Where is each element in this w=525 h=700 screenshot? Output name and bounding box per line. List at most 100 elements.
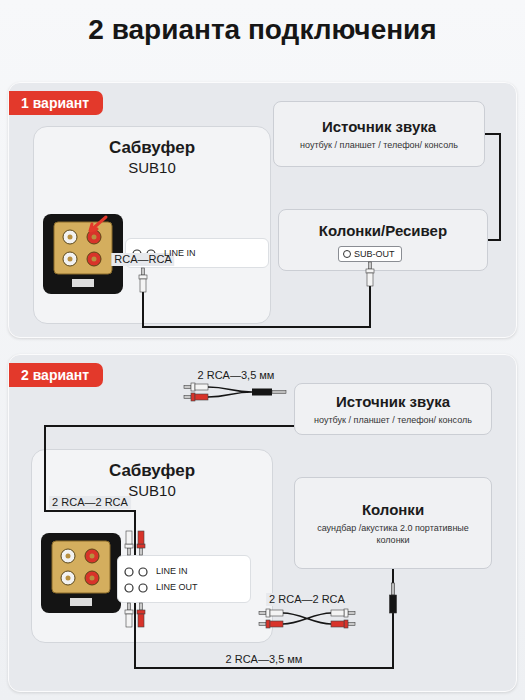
subwoofer-box: СабвуферSUB10LINE INLINE OUT [31,449,273,643]
plug-part [184,386,191,389]
node-text: Колонки [362,500,424,519]
label-anchor: 2 RCA—3,5 мм [223,653,306,666]
node-text: LINE IN [156,563,250,579]
cable-label: 2 RCA—3,5 мм [223,653,306,666]
panel-frame [41,533,121,613]
node-text: 2 вариант [9,363,103,387]
plug-part [184,396,191,399]
node-text: SUB10 [128,481,176,500]
label-anchor: 2 RCA—2 RCA [49,496,131,509]
node-text: Источник звука [336,392,450,411]
plug-part [125,544,133,548]
rca-plug [366,262,374,286]
plug-part [259,623,266,626]
cable-connector [45,426,294,555]
rca-plug [139,268,147,292]
speakers-box: Колонкисаундбар /акустика 2.0 портативны… [294,477,492,569]
plug-part [142,268,145,275]
page-title: 2 варианта подключения [0,0,525,46]
cable-connector [135,569,393,668]
label-anchor: 2 RCA—2 RCA [266,593,348,606]
cable-type-label: 2 RCA—2 RCA [266,593,348,606]
plug-part [266,620,270,628]
jack-socket [139,568,147,576]
plug-part [191,393,195,401]
plate-sticker [70,598,92,606]
plug-part [270,621,283,627]
plug-illustrations [125,262,397,628]
plug-part [195,384,208,390]
plug-part [348,612,355,615]
node-text: LINE OUT [156,579,250,595]
receiver-box: Колонки/РесиверSUB-OUT [278,209,488,271]
plug-part [191,383,195,391]
plug-part [344,620,348,628]
rca-hole [68,235,73,240]
plug-part [140,603,143,610]
variant-panel: 2 вариантИсточник звука ноутбук / планшет… [8,354,517,692]
plug-part [139,275,147,279]
plug-part [140,279,146,292]
jack-socket [139,584,147,592]
rca-plug [125,531,133,555]
plug-part [137,544,145,548]
source-box: Источник звуканоутбук / планшет / телефо… [273,101,485,167]
plug-part [195,394,208,400]
rca-ring [85,571,99,585]
subwoofer-box: СабвуферSUB10LINE IN [33,126,271,324]
pointer-arrow [90,217,106,231]
jack-socket [344,251,351,258]
plug-part [392,583,395,595]
connector-plate [52,541,110,593]
plug-part [270,610,283,616]
plug-part [390,595,397,613]
jack-socket [125,584,133,592]
connector-plate [54,222,112,274]
rca-ring [61,571,75,585]
rca-plug [331,609,355,617]
jack-symbol [339,247,353,263]
plug-part [138,614,144,627]
input-output-panel: LINE INLINE OUT [117,555,251,603]
rca-plug [125,603,133,627]
rca-hole [92,257,97,262]
plug-part [348,623,355,626]
cable-type-label: 2 RCA—3,5 мм [195,369,278,382]
rca-plug [137,603,145,627]
cable-label: 2 RCA—2 RCA [49,496,131,509]
plug-part [126,531,132,544]
rca-hole [90,576,95,581]
node-text: Колонки/Ресивер [319,221,447,240]
node-text: ноутбук / планшет / телефон/ консоль [314,414,472,426]
variant-panel: 1 вариантСабвуферSUB10LINE INИсточник зв… [8,82,517,338]
rca-plug [259,609,283,617]
rca-ring [63,230,77,244]
plug-part [369,262,372,269]
plug-part [138,531,144,544]
cable-cord [283,613,331,624]
rca-plug [184,383,208,391]
rca-hole [92,235,97,240]
node-text: Сабвуфер [109,460,195,481]
node-text: SUB10 [128,158,176,177]
rca-hole [68,257,73,262]
node-text: SUB-OUT [354,248,395,260]
node-text: Сабвуфер [109,137,195,158]
source-box: Источник звука ноутбук / планшет / телефо… [294,383,492,435]
rca-plug [137,531,145,555]
node-text: ноутбук / планшет / телефон/ консоль [300,139,458,151]
rca-ring [61,549,75,563]
mini-jack-tip [272,391,286,394]
rca-hole [90,554,95,559]
cable-connector [485,134,500,240]
plug-part [128,548,131,555]
plug-part [125,610,133,614]
plug-part [266,609,270,617]
plug-part [140,548,143,555]
node-text: LINE IN [164,245,268,261]
plug-part [128,603,131,610]
plug-part [331,610,344,616]
mini-jack-body [252,389,272,396]
